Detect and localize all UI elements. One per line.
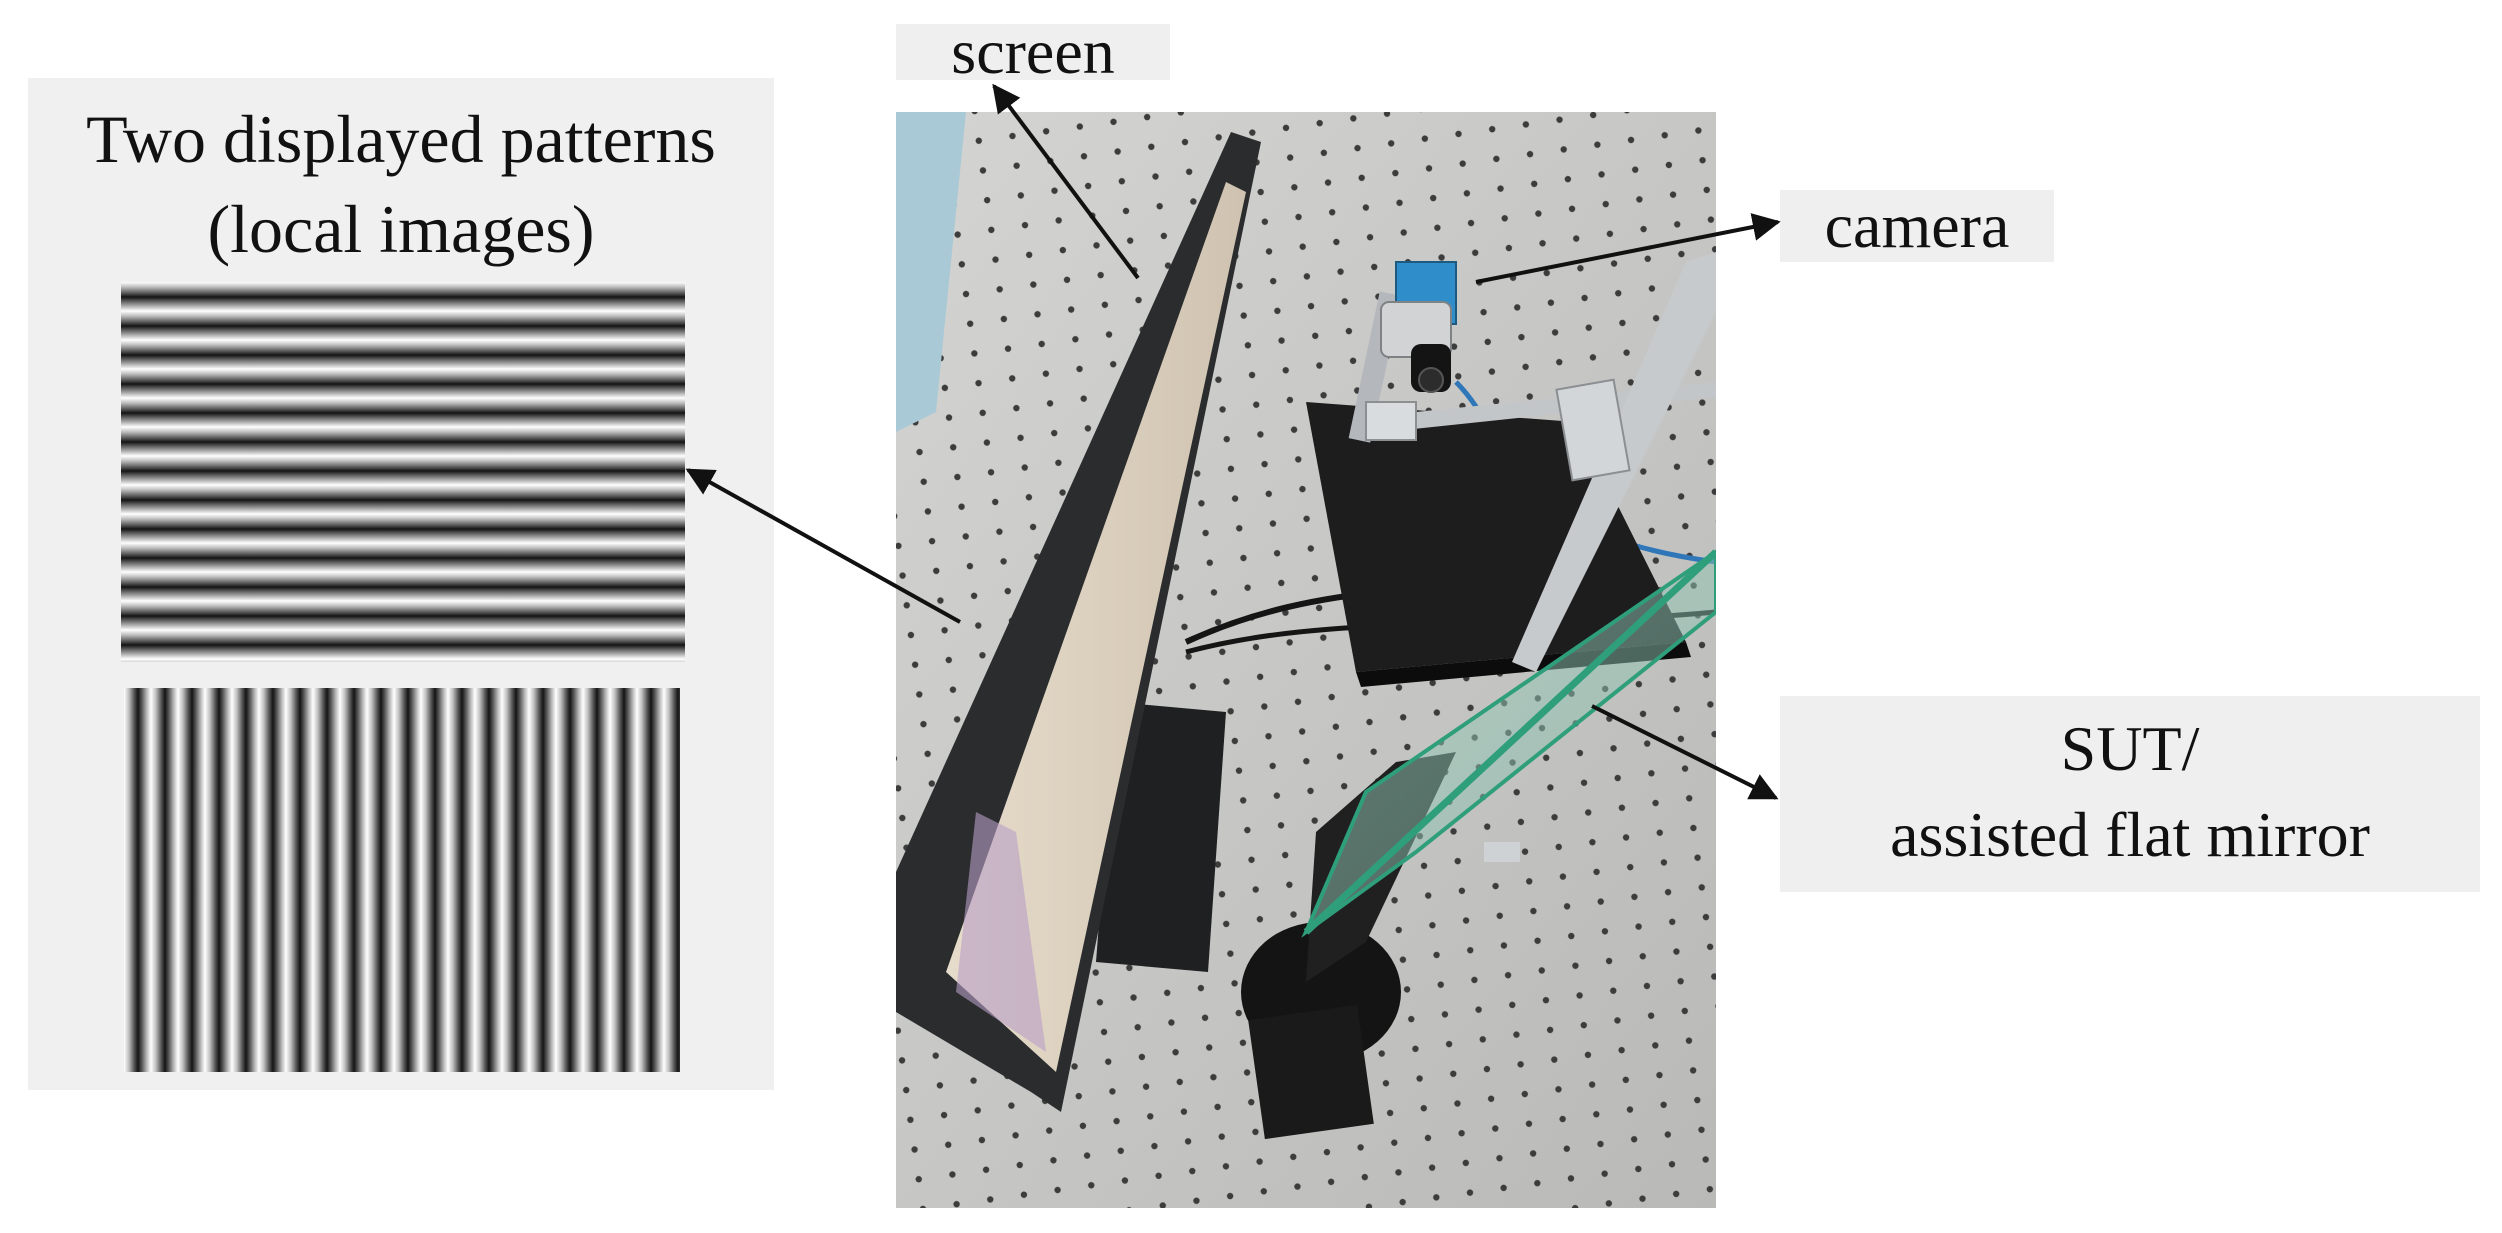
screen-label: screen (896, 20, 1170, 84)
sut-label-line1: SUT/ (2060, 713, 2200, 784)
patterns-title-line1: Two displayed patterns (86, 101, 716, 177)
patterns-title: Two displayed patterns (local images) (48, 94, 754, 274)
adjuster-knob (1484, 842, 1520, 862)
patterns-panel: Two displayed patterns (local images) (28, 78, 774, 1090)
monitor-reflection (956, 812, 1046, 1052)
glass-edge (1303, 549, 1716, 935)
patterns-title-line2: (local images) (207, 191, 595, 267)
camera-lens-front (1418, 367, 1444, 393)
post-clamp (1365, 401, 1417, 441)
stage-base (1248, 1004, 1374, 1140)
sut-label: SUT/ assisted flat mirror (1780, 696, 2480, 892)
camera-label: camera (1780, 190, 2054, 262)
rod-clamp (1555, 378, 1631, 482)
setup-photo (896, 112, 1716, 1208)
sut-label-line2: assisted flat mirror (1890, 799, 2370, 870)
monitor-display (946, 182, 1246, 1072)
background-window (896, 112, 966, 432)
horizontal-fringe-pattern (121, 282, 685, 662)
vertical-fringe-pattern (124, 688, 680, 1072)
